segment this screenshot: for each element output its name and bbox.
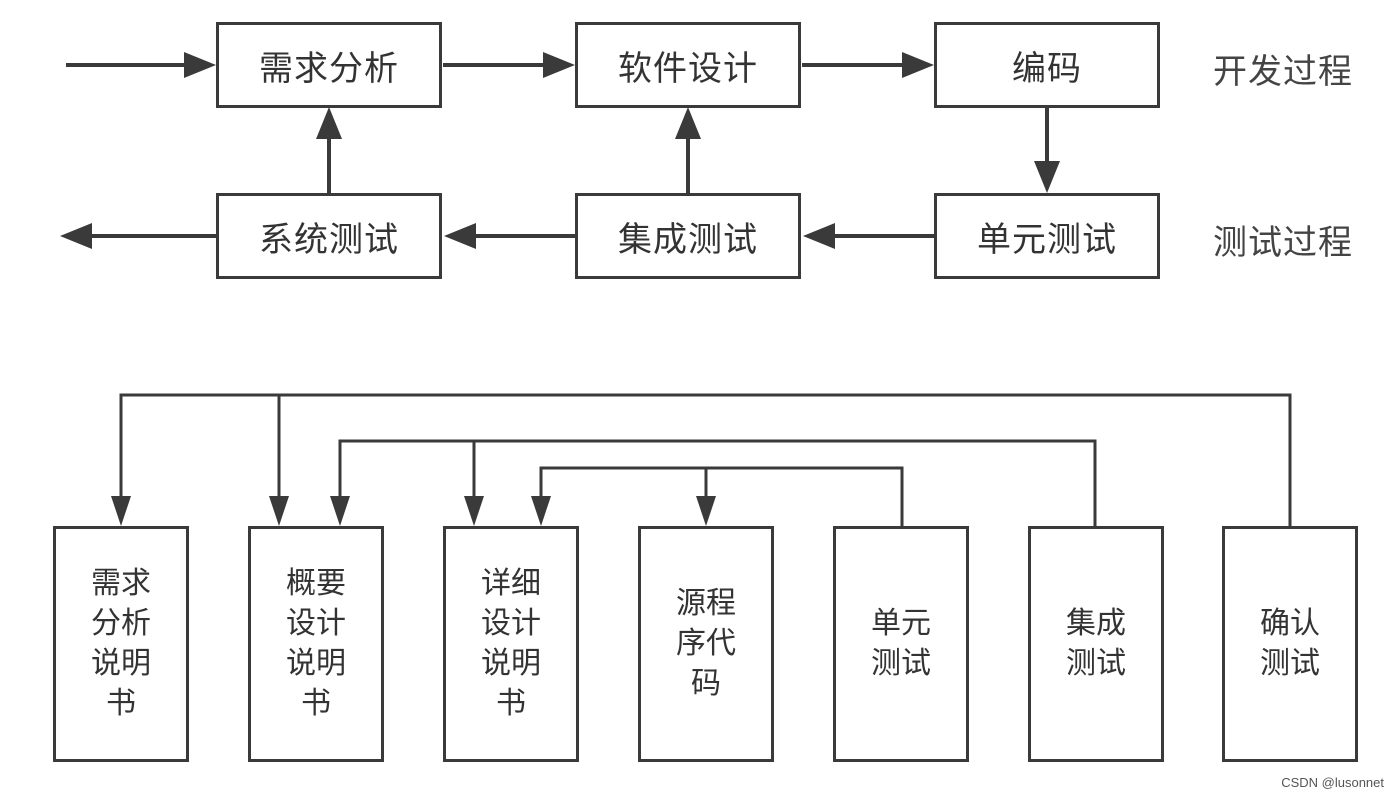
arrowhead-down [111,496,131,526]
development-process-label: 开发过程 [1213,52,1353,92]
step-system-test: 系统测试 [216,193,442,279]
step-software-design: 软件设计 [575,22,801,108]
testing-process-label: 测试过程 [1213,223,1353,263]
artifact-label: 需求分析说明书 [91,566,151,721]
arrowhead-down [464,496,484,526]
artifact-unit-test: 单元测试 [833,526,969,762]
arrowhead-up [675,107,701,139]
arrowhead-right [902,52,934,78]
arrowhead-right [543,52,575,78]
arrowhead-down [330,496,350,526]
artifact-label: 集成测试 [1066,606,1126,681]
arrowhead-down [1034,161,1060,193]
artifact-acceptance-test: 确认测试 [1222,526,1358,762]
arrowhead-down [696,496,716,526]
arrowhead-left [803,223,835,249]
artifact-integration-test: 集成测试 [1028,526,1164,762]
step-requirements-analysis: 需求分析 [216,22,442,108]
artifact-outline-design-spec: 概要设计说明书 [248,526,384,762]
artifact-label: 详细设计说明书 [481,566,541,721]
artifact-label: 确认测试 [1260,606,1320,681]
arrowhead-left [60,223,92,249]
watermark: CSDN @lusonnet [1281,775,1384,790]
artifact-label: 单元测试 [871,606,931,681]
connector-unit-test [539,466,904,528]
step-integration-test: 集成测试 [575,193,801,279]
arrowhead-down [531,496,551,526]
artifact-label: 源程序代码 [676,586,736,701]
artifact-source-code: 源程序代码 [638,526,774,762]
step-unit-test: 单元测试 [934,193,1160,279]
artifact-label: 概要设计说明书 [286,566,346,721]
connector-integration-test [338,439,1097,528]
step-coding: 编码 [934,22,1160,108]
arrowhead-down [269,496,289,526]
artifact-detail-design-spec: 详细设计说明书 [443,526,579,762]
connector-acceptance-test [119,393,1292,528]
arrowhead-left [444,223,476,249]
arrowhead-right [184,52,216,78]
arrowhead-up [316,107,342,139]
artifact-requirements-spec: 需求分析说明书 [53,526,189,762]
